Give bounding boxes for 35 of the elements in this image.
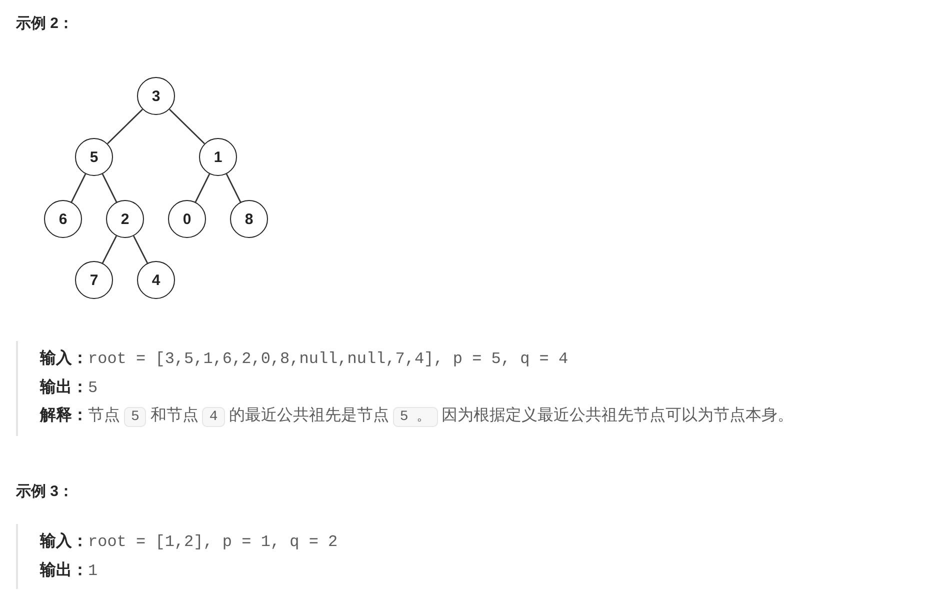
explanation-text: 因为根据定义最近公共祖先节点可以为节点本身。 bbox=[442, 407, 794, 424]
inline-code: 5 bbox=[124, 407, 146, 427]
tree-node: 3 bbox=[137, 77, 175, 115]
tree-edge bbox=[70, 174, 86, 202]
tree-edge bbox=[102, 236, 118, 264]
field-label: 输入： bbox=[40, 533, 88, 550]
explanation-text: 的最近公共祖先是节点 bbox=[228, 407, 389, 424]
code-text: root = [3,5,1,6,2,0,8,null,null,7,4], p = 5, q = 4 bbox=[88, 350, 568, 368]
inline-code: 5 。 bbox=[392, 407, 438, 427]
tree-edge bbox=[102, 174, 118, 202]
tree-node: 7 bbox=[75, 261, 113, 299]
inline-code: 4 bbox=[202, 407, 225, 427]
tree-edge bbox=[132, 236, 148, 264]
tree-node: 2 bbox=[106, 200, 144, 238]
tree-node: 0 bbox=[168, 200, 206, 238]
tree-edge bbox=[169, 108, 205, 144]
tree-node: 4 bbox=[137, 261, 175, 299]
field-label: 输出： bbox=[40, 562, 88, 578]
code-text: 5 bbox=[88, 378, 98, 396]
tree-node: 5 bbox=[75, 138, 113, 176]
field-label: 输入： bbox=[40, 350, 88, 367]
explanation-text: 节点 bbox=[88, 407, 120, 424]
section-heading: 示例 3： bbox=[16, 482, 74, 501]
code-text: 1 bbox=[88, 562, 98, 580]
field-label: 输出： bbox=[40, 378, 88, 396]
code-text: root = [1,2], p = 1, q = 2 bbox=[88, 533, 338, 551]
tree-edge bbox=[194, 174, 210, 202]
field-label: 解释： bbox=[40, 407, 88, 424]
tree-node: 6 bbox=[44, 200, 82, 238]
explanation-text: 和节点 bbox=[150, 407, 198, 424]
tree-node: 1 bbox=[199, 138, 237, 176]
section-heading: 示例 2： bbox=[16, 14, 74, 33]
tree-edge bbox=[226, 174, 242, 202]
tree-edge bbox=[107, 108, 143, 144]
tree-node: 8 bbox=[230, 200, 268, 238]
